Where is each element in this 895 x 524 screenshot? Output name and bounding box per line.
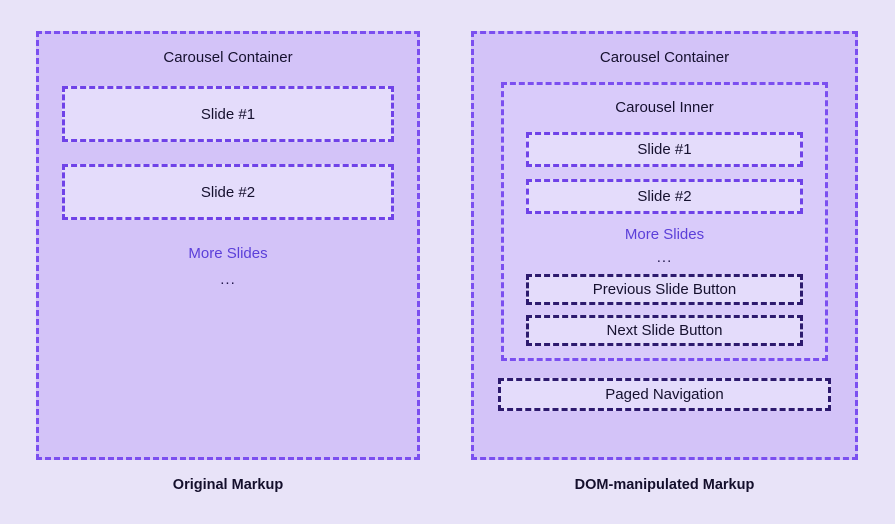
paged-navigation-label: Paged Navigation [605,386,724,403]
right-slide-buttons-group: Previous Slide Button Next Slide Button [504,274,825,346]
dom-manipulated-markup-panel: Carousel Container Carousel Inner Slide … [471,31,858,493]
next-slide-button-label: Next Slide Button [606,322,723,339]
right-slide-1-label: Slide #1 [637,141,692,158]
paged-navigation[interactable]: Paged Navigation [498,378,831,411]
left-carousel-container-label: Carousel Container [163,49,293,66]
right-carousel-container: Carousel Container Carousel Inner Slide … [471,31,858,460]
left-more-slides-label: More Slides [188,245,268,262]
right-slide-2-label: Slide #2 [637,188,692,205]
left-ellipsis-label: ... [220,271,236,288]
right-slide-1: Slide #1 [526,132,803,167]
right-more-slides-label: More Slides [624,226,705,243]
right-slides-group: Slide #1 Slide #2 [504,132,825,214]
previous-slide-button-label: Previous Slide Button [592,281,737,298]
left-slide-2: Slide #2 [62,164,394,220]
left-carousel-container: Carousel Container Slide #1 Slide #2 Mor… [36,31,420,460]
left-panel-caption: Original Markup [172,477,284,493]
left-slide-2-label: Slide #2 [200,183,256,201]
next-slide-button[interactable]: Next Slide Button [526,315,803,346]
right-ellipsis-label: ... [656,249,673,266]
left-slides-group: Slide #1 Slide #2 [39,86,417,220]
right-slide-2: Slide #2 [526,179,803,214]
original-markup-panel: Carousel Container Slide #1 Slide #2 Mor… [36,31,420,493]
left-slide-1-label: Slide #1 [200,105,256,123]
right-carousel-inner: Carousel Inner Slide #1 Slide #2 More Sl… [501,82,828,361]
right-panel-caption: DOM-manipulated Markup [574,477,755,493]
paged-navigation-wrap: Paged Navigation [474,378,855,411]
left-slide-1: Slide #1 [62,86,394,142]
right-carousel-inner-label: Carousel Inner [615,99,714,116]
previous-slide-button[interactable]: Previous Slide Button [526,274,803,305]
right-carousel-container-label: Carousel Container [599,49,730,66]
right-carousel-inner-wrap: Carousel Inner Slide #1 Slide #2 More Sl… [474,82,855,361]
